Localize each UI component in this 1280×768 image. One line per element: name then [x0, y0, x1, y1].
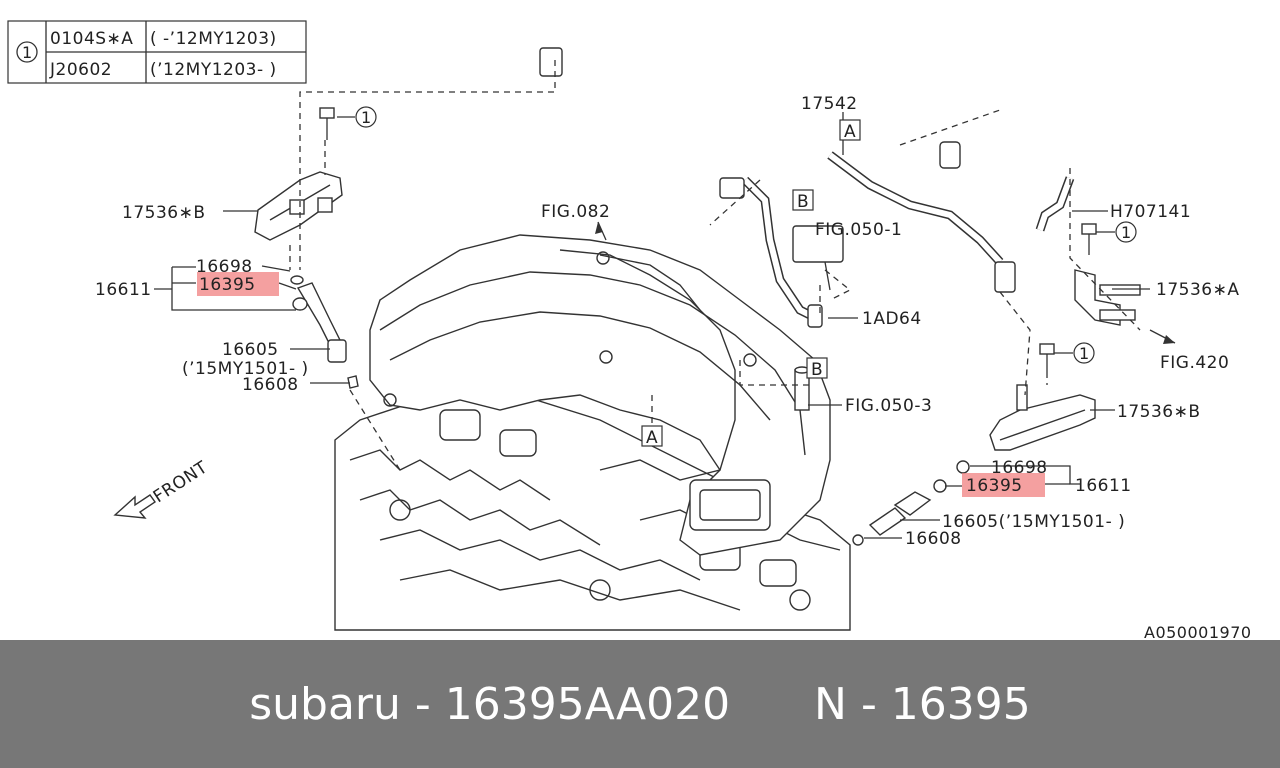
ref-box-a-top	[839, 119, 861, 141]
highlight-16395-right	[962, 473, 1045, 497]
parts-diagram: 1 0104S∗A ( -’12MY1203) J20602 (’12MY120…	[7, 20, 1252, 640]
diagram-code: A050001970	[1144, 623, 1252, 640]
legend-range-2: (’12MY1203- )	[150, 60, 277, 80]
label-16698-left: 16698	[196, 257, 253, 277]
label-17536b-right: 17536∗B	[1117, 402, 1201, 422]
ref-b-top: B	[797, 192, 809, 212]
ref-a-mid: A	[646, 428, 658, 448]
label-h707141: H707141	[1110, 202, 1191, 222]
marker-circle-2	[1115, 221, 1137, 243]
ref-box-b-top	[792, 189, 814, 211]
label-16698-right: 16698	[991, 458, 1048, 478]
label-17542: 17542	[801, 94, 858, 114]
banner-reference-number: N - 16395	[814, 678, 1031, 730]
label-16611-right: 16611	[1075, 476, 1132, 496]
marker-2: 1	[1121, 223, 1132, 242]
label-fig082: FIG.082	[541, 202, 610, 222]
bracket-17536a	[1074, 269, 1141, 326]
pcv-hoses	[539, 42, 1075, 328]
label-1ad64: 1AD64	[862, 309, 922, 329]
legend-range-1: ( -’12MY1203)	[150, 29, 277, 49]
front-arrow: FRONT	[113, 457, 212, 519]
intake-manifold	[369, 234, 831, 556]
assembly-lines	[289, 60, 1176, 471]
marker-circle-1	[355, 106, 377, 128]
label-16605-left: 16605	[222, 340, 279, 360]
ref-b-mid: B	[811, 360, 823, 380]
banner-spacer	[730, 679, 814, 730]
legend-code-1: 0104S∗A	[50, 29, 133, 49]
leader-lines	[154, 112, 1150, 539]
legend-code-2: J20602	[49, 60, 112, 80]
fuel-rail-left	[254, 171, 343, 241]
ref-box-a-mid	[641, 425, 663, 447]
legend-table: 1 0104S∗A ( -’12MY1203) J20602 (’12MY120…	[7, 20, 307, 84]
front-label: FRONT	[150, 457, 212, 507]
banner-part-number: subaru - 16395AA020	[249, 678, 731, 730]
highlight-16395-left	[197, 272, 279, 296]
label-17536b-left: 17536∗B	[122, 203, 206, 223]
legend-marker-circle	[16, 41, 38, 63]
label-16608-left: 16608	[242, 375, 299, 395]
legend-marker: 1	[22, 43, 33, 62]
injector-right	[852, 460, 970, 546]
label-16395-right: 16395	[966, 476, 1023, 496]
marker-3: 1	[1079, 344, 1090, 363]
fuel-rail-right	[989, 384, 1096, 451]
bolt-3	[1039, 343, 1055, 372]
label-15my-left: (’15MY1501- )	[182, 359, 309, 379]
bolt-1	[319, 107, 335, 140]
injector-left	[290, 275, 359, 389]
label-16605-right: 16605(’15MY1501- )	[942, 512, 1125, 532]
label-16608-right: 16608	[905, 529, 962, 549]
bolt-2	[1081, 223, 1097, 255]
label-fig050-1: FIG.050-1	[815, 220, 902, 240]
ref-box-b-mid	[806, 357, 828, 379]
label-17536a: 17536∗A	[1156, 280, 1239, 300]
part-number-banner: subaru - 16395AA020 N - 16395	[0, 640, 1280, 768]
ref-a-top: A	[844, 122, 856, 142]
marker-1: 1	[361, 108, 372, 127]
label-fig050-3: FIG.050-3	[845, 396, 932, 416]
label-16611-left: 16611	[95, 280, 152, 300]
marker-circle-3	[1073, 342, 1095, 364]
label-16395-left: 16395	[199, 275, 256, 295]
label-fig420: FIG.420	[1160, 353, 1229, 373]
